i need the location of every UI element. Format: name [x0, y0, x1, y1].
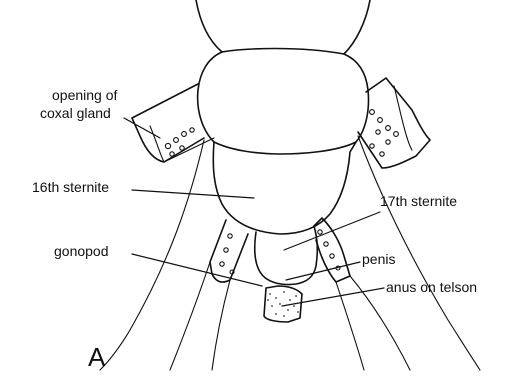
- left-outer-body-line: [100, 140, 204, 370]
- telson-stipple: [267, 287, 299, 317]
- left-lower-leg-line: [170, 262, 210, 370]
- left-upper-leg-joint: [150, 126, 164, 162]
- left-lower-leg-line-2: [212, 280, 230, 370]
- left-upper-leg-outline: [132, 84, 204, 162]
- gonopod-leader: [132, 254, 262, 286]
- panel-letter: A: [88, 342, 106, 372]
- label-coxal-gland-line1: opening of: [52, 87, 118, 103]
- tergite-plate-outline: [198, 49, 369, 155]
- upper-segment-outline: [196, 0, 370, 54]
- label-anus-on-telson: anus on telson: [386, 279, 477, 295]
- right-coxal-gland-openings: [370, 110, 399, 157]
- label-gonopod: gonopod: [54, 243, 109, 259]
- label-sixteenth-sternite: 16th sternite: [32, 179, 109, 195]
- label-coxal-gland-line2: coxal gland: [40, 105, 111, 121]
- left-upper-leg-inner: [164, 138, 214, 162]
- seventeenth-sternite-outline: [255, 226, 318, 285]
- coxal-gland-leader: [124, 118, 160, 138]
- right-upper-leg-joint: [394, 86, 412, 150]
- seventeenth-sternite-leader: [284, 212, 380, 250]
- label-seventeenth-sternite: 17th sternite: [380, 193, 457, 209]
- gonopod-dots: [220, 234, 234, 274]
- sixteenth-sternite-leader: [132, 190, 254, 198]
- left-lower-leg-outline: [210, 220, 248, 282]
- sixteenth-sternite-outline: [213, 142, 356, 234]
- label-penis: penis: [362, 251, 395, 267]
